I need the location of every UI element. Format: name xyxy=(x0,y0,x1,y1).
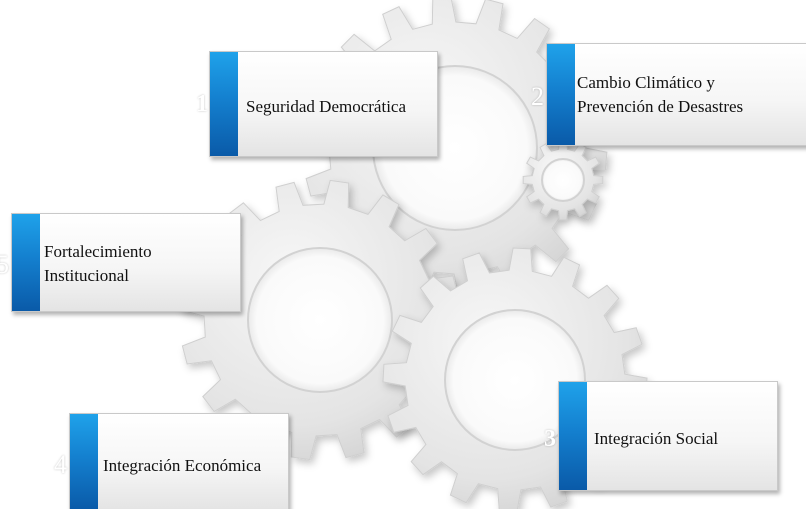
accent-bar xyxy=(70,414,98,509)
accent-bar xyxy=(12,214,40,311)
item-label-line1: Fortalecimiento xyxy=(44,242,152,261)
gear-hole xyxy=(444,309,586,451)
item-label-line2: Institucional xyxy=(44,266,129,285)
item-label: Fortalecimiento Institucional xyxy=(44,240,152,288)
item-label: Cambio Climático y Prevención de Desastr… xyxy=(577,71,743,119)
gear-left-icon xyxy=(179,179,461,461)
item-card-integracion-economica: 4 Integración Económica xyxy=(54,413,289,509)
item-card-cambio-climatico: 2 Cambio Climático y Prevención de Desas… xyxy=(531,43,806,146)
accent-bar xyxy=(210,52,238,156)
item-card-integracion-social: 3 Integración Social xyxy=(544,381,778,491)
accent-bar xyxy=(559,382,587,490)
accent-bar xyxy=(547,44,575,145)
item-card-fortalecimiento: 5 Fortalecimiento Institucional xyxy=(0,213,241,312)
gear-hole xyxy=(541,158,585,202)
item-label: Integración Social xyxy=(594,429,719,448)
gear-small-icon xyxy=(522,139,604,221)
item-card-seguridad: 1 Seguridad Democrática xyxy=(196,51,438,157)
item-label-line1: Cambio Climático y xyxy=(577,73,715,92)
item-label-line2: Prevención de Desastres xyxy=(577,97,744,116)
item-label: Seguridad Democrática xyxy=(246,97,407,116)
gear-hole xyxy=(247,247,393,393)
item-label: Integración Económica xyxy=(103,456,262,475)
